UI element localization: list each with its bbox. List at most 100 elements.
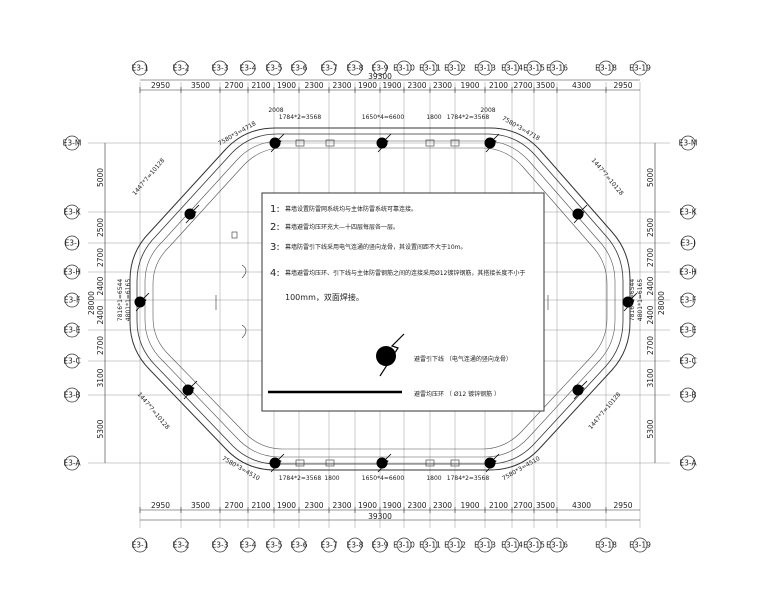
bolt-icon [185, 204, 200, 224]
dim-row-spacing: 2700 [96, 248, 105, 267]
axis-label: E3-7 [321, 541, 338, 550]
down-conductor-marker [376, 133, 392, 153]
axis-bubble [632, 60, 648, 76]
curtain-wall-mark [425, 139, 435, 147]
axis-bubble [549, 537, 565, 553]
curtain-wall-mark [450, 459, 460, 467]
axis-label: E3-H [63, 268, 81, 277]
dim-row-spacing: 3100 [646, 368, 655, 387]
axis-bubble [372, 537, 388, 553]
col-axis-top: E3-19 [629, 60, 651, 76]
row-axis-right: E3-K [679, 204, 698, 220]
bolt-icon [183, 380, 198, 400]
bolt-icon [135, 292, 150, 312]
axis-bubble [680, 455, 696, 471]
axis-bubble [680, 387, 696, 403]
axis-bubble [680, 322, 696, 338]
dim-row-spacing: 2400 [96, 305, 105, 324]
col-axis-bottom: E3-7 [321, 537, 338, 553]
dim-row-spacing: 3100 [96, 368, 105, 387]
row-axis-right: E3-F [680, 292, 696, 308]
axis-bubble [680, 235, 696, 251]
note-2-num: 2: [270, 222, 280, 233]
dim-col-spacing: 2300 [304, 501, 323, 510]
notes: 1: 幕墙设置防雷网系统均与主体防雷系统可靠连接。 2: 幕墙避雷均压环充大—十… [270, 204, 525, 302]
left-side-dim: 4801*1=6165 [125, 279, 132, 322]
note-3-text: 幕墙防雷引下线采用电气连通的竖向龙骨，其设置间距不大于10m。 [285, 243, 466, 251]
top-segment-dim: 1650*4=6600 [362, 114, 405, 121]
dim-row-spacing: 5000 [646, 168, 655, 187]
dim-col-spacing: 2700 [513, 501, 532, 510]
axis-bubble [598, 60, 614, 76]
axis-bubble [347, 537, 363, 553]
col-axis-bottom: E3-15 [523, 537, 545, 553]
axis-label: E3-A [679, 459, 697, 468]
bolt-icon [573, 380, 588, 400]
dim-col-spacing: 2950 [151, 81, 170, 90]
dim-col-spacing: 2100 [251, 501, 270, 510]
axis-bubble [549, 60, 565, 76]
col-axis-top: E3-13 [474, 60, 496, 76]
left-side-dim: 7816*1=6544 [117, 279, 124, 322]
row-axis-left: E3-M [63, 135, 81, 151]
curtain-wall-mark [425, 459, 435, 467]
row-axis-left: E3-C [63, 353, 81, 369]
axis-bubble [240, 60, 256, 76]
axis-label: E3-K [63, 208, 81, 217]
dim-col-spacing: 2950 [613, 501, 632, 510]
axis-bubble [347, 60, 363, 76]
axis-bubble [422, 60, 438, 76]
down-conductor-marker [622, 292, 638, 312]
axis-bubble [132, 60, 148, 76]
curtain-wall-mark [325, 139, 335, 147]
bolt-icon [270, 453, 285, 473]
axis-label: E3-5 [266, 64, 283, 73]
axis-bubble [680, 264, 696, 280]
dim-row-spacing: 2400 [96, 276, 105, 295]
dim-row-spacing: 5300 [96, 419, 105, 438]
axis-label: E3-10 [393, 541, 415, 550]
col-axis-bottom: E3-18 [595, 537, 617, 553]
down-conductor-marker [572, 380, 588, 400]
dim-total-height: 28000 [657, 291, 666, 315]
bottom-segment-dim: 1800 [426, 475, 441, 482]
col-axis-bottom: E3-19 [629, 537, 651, 553]
axis-label: E3-12 [444, 64, 466, 73]
axis-label: E3-6 [291, 541, 308, 550]
facade-ring-inner [152, 147, 608, 450]
axis-label: E3-15 [523, 64, 545, 73]
bottom-segment-dim: 1784*2=3568 [447, 475, 490, 482]
bolt-icon [377, 453, 392, 473]
dim-row-spacing: 2700 [646, 248, 655, 267]
note-1-text: 幕墙设置防雷网系统均与主体防雷系统可靠连接。 [285, 205, 417, 213]
axis-bubble [680, 292, 696, 308]
axis-label: E3-9 [372, 541, 389, 550]
axis-bubble [266, 60, 282, 76]
axis-bubble [212, 537, 228, 553]
axis-bubble [422, 537, 438, 553]
note-3-num: 3: [270, 242, 280, 253]
axis-label: E3-M [679, 139, 698, 148]
dim-row-spacing: 5300 [646, 419, 655, 438]
axis-label: E3-C [679, 357, 696, 366]
dim-col-spacing: 2950 [613, 81, 632, 90]
axis-label: E3-H [679, 268, 697, 277]
axis-label: E3-E [680, 326, 697, 335]
axis-label: E3-1 [132, 64, 149, 73]
dim-row-spacing: 2700 [96, 336, 105, 355]
left-side-dim: 1447*7=10128 [136, 391, 171, 431]
col-axis-bottom: E3-3 [212, 537, 229, 553]
axis-label: E3-10 [393, 64, 415, 73]
row-axis-right: E3-C [679, 353, 697, 369]
axis-bubble [64, 322, 80, 338]
col-axis-bottom: E3-10 [393, 537, 415, 553]
dim-col-spacing: 2700 [513, 81, 532, 90]
down-conductor-marker [269, 453, 285, 473]
axis-label: E3-18 [595, 64, 617, 73]
dim-col-spacing: 3500 [536, 81, 555, 90]
axis-bubble [64, 353, 80, 369]
curtain-wall-mark [450, 139, 460, 147]
bolt-icon [485, 453, 500, 473]
bolt-icon [377, 133, 392, 153]
